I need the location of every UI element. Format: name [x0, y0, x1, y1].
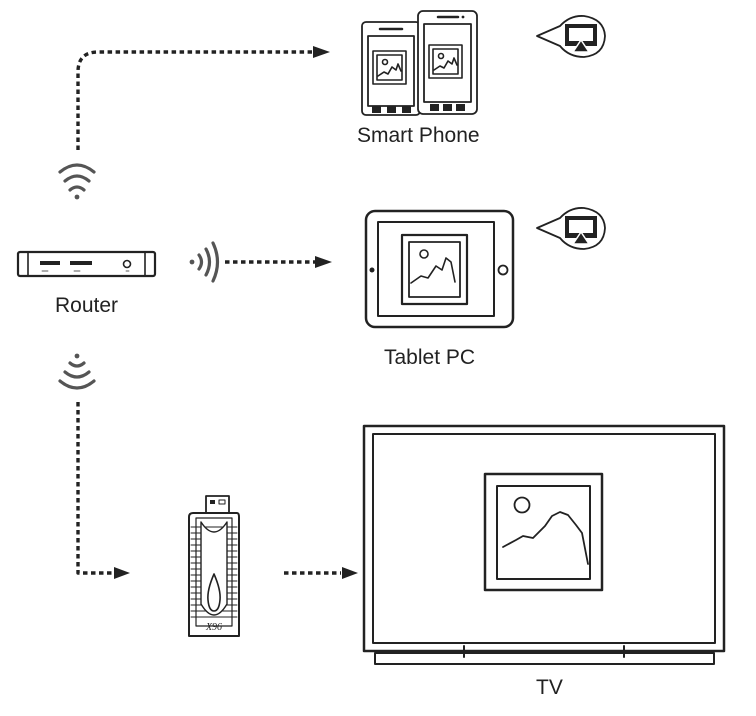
picture-icon	[428, 44, 463, 79]
router-label: Router	[55, 294, 119, 317]
tv-icon	[362, 424, 726, 665]
smart-phone-label: Smart Phone	[357, 124, 480, 147]
arrow-heads	[114, 46, 358, 579]
stick-brand-label: X96	[205, 622, 222, 633]
tablet-pc-label: Tablet PC	[384, 346, 476, 369]
router-icon	[16, 250, 157, 278]
picture-icon	[400, 233, 469, 306]
airplay-icon	[536, 15, 606, 58]
tv-label: TV	[536, 676, 563, 699]
tv-stick-icon: X96	[188, 495, 240, 637]
wifi-signal-icon	[58, 163, 96, 200]
picture-icon	[483, 472, 604, 592]
picture-icon	[372, 50, 407, 85]
wifi-signal-icon	[189, 241, 220, 283]
connection-lines	[76, 50, 341, 575]
wifi-signal-icon	[58, 353, 96, 390]
airplay-icon	[536, 207, 606, 250]
tablet-icon	[364, 209, 515, 329]
